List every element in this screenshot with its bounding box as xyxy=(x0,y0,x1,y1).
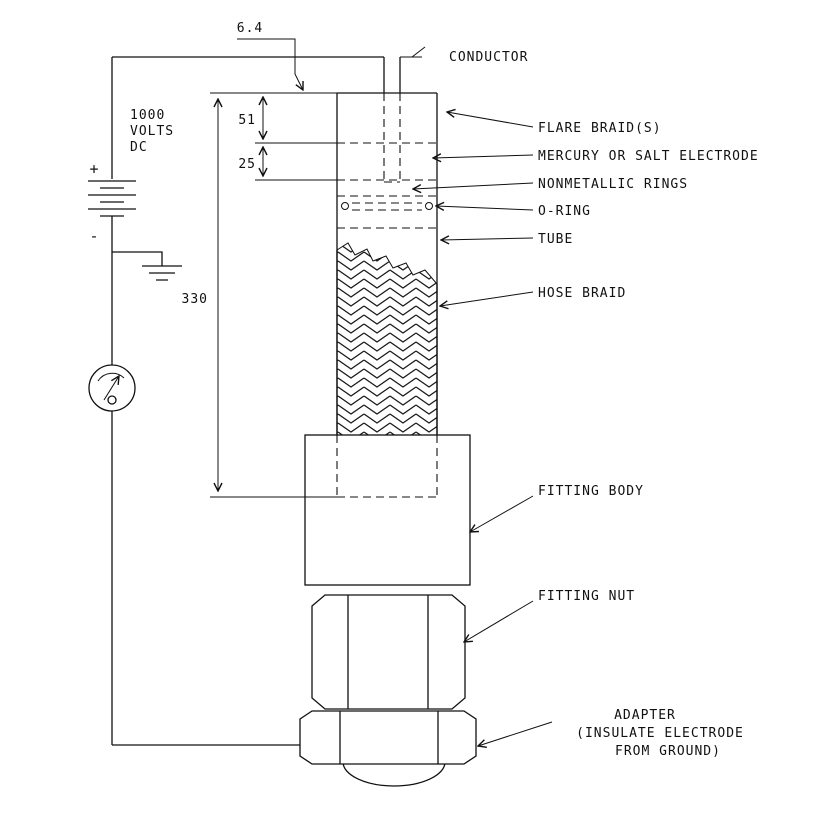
ground-icon xyxy=(112,251,182,281)
circuit-wiring xyxy=(111,56,384,746)
leader-fitting-nut xyxy=(464,600,534,642)
label-hose-braid: HOSE BRAID xyxy=(538,286,626,301)
voltage-value: 1000 xyxy=(130,108,165,123)
leader-mercury-electrode xyxy=(433,155,534,158)
meter-icon xyxy=(88,364,136,412)
label-adapter-line2: (INSULATE ELECTRODE xyxy=(576,726,744,741)
label-fitting-body: FITTING BODY xyxy=(538,484,644,499)
dim-6-4: 6.4 xyxy=(237,21,263,36)
callout-labels: CONDUCTOR FLARE BRAID(S) MERCURY OR SALT… xyxy=(449,50,759,759)
leader-fitting-body xyxy=(470,495,534,532)
label-o-ring: O-RING xyxy=(538,204,591,219)
battery-icon: + - xyxy=(88,160,136,245)
battery-negative-sign: - xyxy=(89,227,98,245)
dim-330: 330 xyxy=(182,292,208,307)
fitting-nut xyxy=(311,594,466,710)
voltage-label: 1000 VOLTS DC xyxy=(130,108,174,155)
fitting-body xyxy=(304,434,471,586)
leader-flare-braid xyxy=(447,112,534,128)
leader-hose-braid xyxy=(440,291,534,306)
voltage-unit: VOLTS xyxy=(130,124,174,139)
label-fitting-nut: FITTING NUT xyxy=(538,589,635,604)
dim-51: 51 xyxy=(238,113,256,128)
label-adapter-line1: ADAPTER xyxy=(614,708,676,723)
label-adapter-line3: FROM GROUND) xyxy=(615,744,721,759)
label-flare-braid: FLARE BRAID(S) xyxy=(538,121,662,136)
internal-dashed-lines xyxy=(337,142,437,229)
leader-o-ring xyxy=(436,206,534,210)
leader-nonmetallic-rings xyxy=(413,182,534,189)
label-tube: TUBE xyxy=(538,232,573,247)
voltage-type: DC xyxy=(130,140,148,155)
leader-tube xyxy=(441,238,534,240)
adapter xyxy=(299,710,477,765)
dim-25: 25 xyxy=(238,157,256,172)
leader-adapter xyxy=(478,721,553,746)
label-nonmetallic-rings: NONMETALLIC RINGS xyxy=(538,177,688,192)
label-mercury-electrode: MERCURY OR SALT ELECTRODE xyxy=(538,149,759,164)
battery-positive-sign: + xyxy=(89,160,98,178)
conductor-lines xyxy=(383,46,426,183)
hose-braid-fill xyxy=(337,243,437,435)
o-ring-section xyxy=(341,202,433,211)
leader-lines xyxy=(413,112,553,746)
dimensions: 6.4 51 25 330 xyxy=(182,21,337,498)
hose-braid-region xyxy=(336,242,438,435)
hose-braid-edge xyxy=(336,242,438,285)
label-conductor: CONDUCTOR xyxy=(449,50,528,65)
